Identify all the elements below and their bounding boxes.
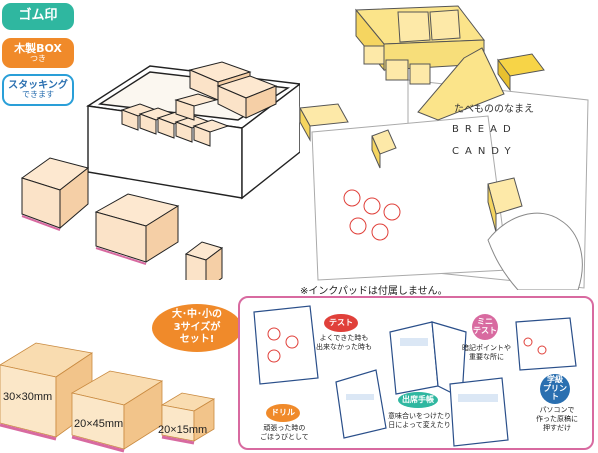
test-tag: テスト (324, 314, 358, 332)
class-print-desc-3: 押すだけ (543, 424, 571, 433)
bubble-line-2: 3サイズが (173, 321, 221, 333)
size-small-label: 20×15mm (158, 424, 208, 436)
drill-desc-2: ごほうびとして (260, 433, 309, 442)
stacking-label: スタッキング (8, 80, 68, 92)
test-desc-1: よくできた時も (319, 334, 369, 342)
mini-test-tag: ミニ テスト (472, 314, 498, 340)
drill-tag: ドリル (266, 404, 300, 422)
rubber-stamp-label: ゴム印 (18, 8, 58, 24)
ink-pad-note: ※インクパッドは付属しません。 (300, 286, 448, 297)
class-print-tag: 学級 プリント (540, 374, 570, 404)
worksheet-title: たべもののなまえ (454, 103, 534, 115)
worksheet-word-candy: CANDY (452, 146, 517, 157)
drill-desc-1: 頑張った時の (263, 424, 306, 432)
rubber-stamp-badge: ゴム印 (2, 3, 74, 30)
drill-label: ドリル (271, 407, 295, 417)
size-medium-label: 20×45mm (74, 418, 124, 430)
notebook-desc-2: 日によって変えたり (388, 421, 451, 430)
class-print-desc-2: 作った原稿に (536, 415, 578, 424)
notebook-description: 意味合いをつけたり 日によって変えたり (388, 412, 451, 430)
notebook-desc-1: 意味合いをつけたり (388, 412, 451, 420)
mini-test-description: 暗記ポイントや 重要な所に (462, 344, 511, 362)
class-print-label-1: 学級 (547, 374, 563, 384)
wooden-box-badge: 木製BOX つき (2, 38, 74, 68)
test-description: よくできた時も 出来なかった時も (316, 334, 372, 352)
usage-illustrations (253, 305, 577, 447)
bubble-line-3: セット! (179, 334, 215, 346)
wooden-box-label: 木製BOX (14, 41, 62, 55)
wooden-box-sub: つき (30, 53, 46, 63)
three-sizes-bubble: 大･中･小の 3サイズが セット! (152, 304, 242, 352)
mini-test-desc-1: 暗記ポイントや (462, 344, 511, 352)
mini-test-label-1: ミニ (477, 317, 493, 327)
test-label: テスト (329, 317, 353, 327)
stacking-badge: スタッキング できます (2, 74, 74, 106)
class-print-label-2: プリント (543, 383, 567, 402)
stamp-box-illustration (20, 61, 300, 280)
mini-test-label-2: テスト (473, 326, 497, 335)
test-desc-2: 出来なかった時も (316, 343, 372, 352)
worksheet-word-bread: BREAD (452, 124, 517, 135)
class-print-description: パソコンで 作った原稿に 押すだけ (536, 406, 578, 433)
stacking-sub: できます (22, 90, 54, 100)
notebook-tag: 出席手帳 (398, 392, 438, 408)
drill-description: 頑張った時の ごほうびとして (260, 424, 309, 442)
bubble-line-1: 大･中･小の (172, 309, 222, 321)
mini-test-desc-2: 重要な所に (469, 353, 504, 362)
class-print-desc-1: パソコンで (539, 406, 575, 414)
size-large-label: 30×30mm (3, 391, 53, 403)
size-comparison-illustration (0, 342, 216, 453)
worksheet-illustration: たべもののなまえ BREAD CANDY (299, 5, 589, 290)
usage-panel: テスト よくできた時も 出来なかった時も ミニ テスト 暗記ポイントや 重要な所… (238, 296, 594, 450)
notebook-label: 出席手帳 (402, 394, 434, 404)
